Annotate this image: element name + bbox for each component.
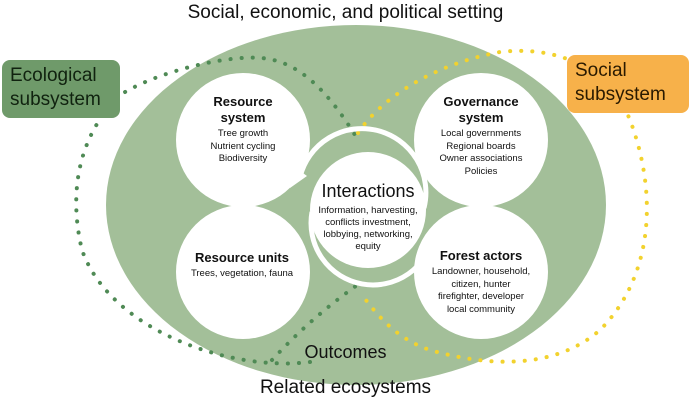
interactions-item: conflicts investment, xyxy=(325,217,411,228)
outcomes-label: Outcomes xyxy=(304,342,387,362)
forest-actors-title: Forest actors xyxy=(439,248,523,263)
interactions-text: Interactions Information, harvesting, co… xyxy=(303,180,433,253)
governance-system-circle xyxy=(414,73,548,207)
governance-system-text: Governance system Local governments Regi… xyxy=(421,94,541,178)
bottom-title: Related ecosystems xyxy=(259,377,432,398)
resource-system-text: Resource system Tree growth Nutrient cyc… xyxy=(183,94,303,166)
resource-system-circle xyxy=(176,73,310,207)
governance-system-item: Owner associations xyxy=(439,153,523,164)
forest-actors-item: local community xyxy=(446,303,516,315)
interaction-arrow-top xyxy=(297,126,429,209)
governance-system-title-line-1: Governance xyxy=(443,94,519,109)
forest-actors-circle xyxy=(414,205,548,339)
governance-system-item: Policies xyxy=(464,165,498,177)
ecological-badge-line-2: subsystem xyxy=(10,89,101,110)
forest-actors-item: firefighter, developer xyxy=(437,291,525,302)
top-title: Social, economic, and political setting xyxy=(187,2,504,23)
interactions-title: Interactions xyxy=(321,181,415,201)
forest-actors-item: citizen, hunter xyxy=(451,278,511,290)
resource-system-title-line-2: system xyxy=(220,110,266,125)
interaction-arrow-top-head xyxy=(290,165,307,188)
interaction-arrow-bottom-head xyxy=(426,222,443,243)
ecological-badge-line-1: Ecological xyxy=(10,65,97,86)
resource-units-text: Resource units Trees, vegetation, fauna xyxy=(172,250,312,281)
resource-system-item: Nutrient cycling xyxy=(210,140,276,152)
governance-system-title-line-2: system xyxy=(458,110,504,125)
interactions-item: Information, harvesting, xyxy=(318,205,418,216)
social-badge-line-1: Social xyxy=(575,60,627,81)
interactions-item: equity xyxy=(355,241,381,252)
ecological-dotted-cross xyxy=(270,281,362,362)
social-badge-line-2: subsystem xyxy=(575,84,666,105)
resource-system-title-line-1: Resource xyxy=(213,94,273,109)
resource-units-item: Trees, vegetation, fauna xyxy=(190,268,294,279)
governance-system-item: Local governments xyxy=(440,128,522,139)
resource-system-item: Tree growth xyxy=(217,128,269,139)
ecological-subsystem-badge: Ecological subsystem xyxy=(2,60,120,118)
resource-system-item: Biodiversity xyxy=(218,153,268,164)
governance-system-item: Regional boards xyxy=(446,140,516,152)
interactions-circle xyxy=(310,152,426,268)
interaction-arrow-bottom xyxy=(308,211,437,288)
social-subsystem-badge: Social subsystem xyxy=(567,55,689,113)
governance-system-title: Governance system xyxy=(421,94,541,126)
forest-actors-item: Landowner, household, xyxy=(431,266,531,277)
interactions-item: lobbying, networking, xyxy=(323,229,413,240)
resource-system-title: Resource system xyxy=(183,94,303,126)
resource-units-title: Resource units xyxy=(195,250,289,265)
resource-units-circle xyxy=(176,205,310,339)
forest-actors-text: Forest actors Landowner, household, citi… xyxy=(411,248,551,316)
